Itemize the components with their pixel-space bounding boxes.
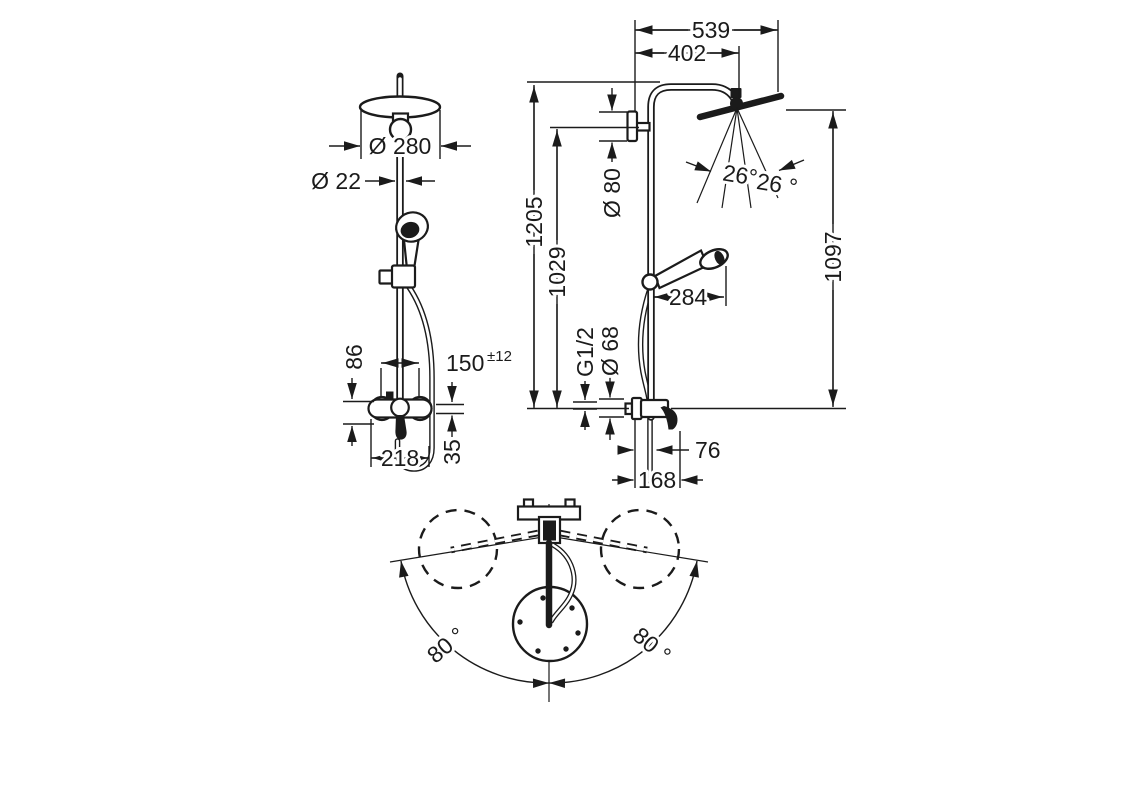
swivel-angle-right-label: 80 ° [628, 622, 676, 668]
handshower-reach-label: 284 [669, 284, 708, 310]
connection-tolerance-label: ±12 [487, 348, 512, 365]
overhead-shower-front [358, 95, 442, 142]
head-diameter-label: Ø 280 [369, 133, 432, 159]
dim-handshower-reach: 284 [653, 266, 727, 313]
hand-shower-front [395, 211, 429, 271]
front-view: Ø 280 Ø 22 150 ±12 218 [308, 72, 514, 474]
swivel-arm-left-dashed [450, 529, 539, 554]
connection-thread-label: G1/2 [572, 327, 598, 377]
dim-depth-handle: 76 [617, 420, 724, 488]
spray-angle-right-label: 26 ° [755, 168, 800, 200]
dim-escutcheon-diameter: Ø 68 [594, 323, 626, 440]
height-bracket-label: 1029 [544, 246, 570, 297]
hand-shower-side [641, 248, 729, 291]
dim-depth-total: 168 [612, 431, 703, 496]
depth-handle-label: 76 [695, 437, 721, 463]
swivel-arm-right-dashed [559, 529, 648, 554]
height-total-label: 1205 [521, 196, 547, 247]
dim-reach-arm: 402 [635, 37, 740, 100]
top-view: 80 ° 80 ° [389, 498, 709, 702]
reach-arm-label: 402 [668, 40, 706, 66]
swivel-angle-left-label: 80 ° [422, 622, 470, 668]
reach-total-label: 539 [692, 17, 730, 43]
dim-offset-bottom: 35 [436, 382, 468, 468]
dim-height-total: 1205 [518, 81, 660, 410]
spray-angle-left-label: 26° [721, 159, 759, 190]
dim-height-head: 1097 [671, 109, 849, 410]
dim-pipe-diameter: Ø 22 [308, 165, 435, 197]
swivel-position-right [599, 508, 681, 590]
side-view: 26° 26 ° 539 [518, 14, 849, 496]
dim-connection-thread: G1/2 [569, 324, 601, 430]
wall-mount-top [516, 498, 582, 545]
dim-bracket-diameter: Ø 80 [596, 88, 628, 221]
offset-bottom-label: 35 [439, 439, 465, 465]
spray-cone: 26° 26 ° [685, 107, 805, 209]
height-head-label: 1097 [820, 231, 846, 282]
bracket-diameter-label: Ø 80 [599, 168, 625, 218]
offset-left-label: 86 [341, 344, 367, 370]
swivel-position-left [417, 508, 499, 590]
dim-height-bracket: 1029 [541, 126, 639, 408]
dim-head-diameter: Ø 280 [329, 110, 471, 162]
dim-connection-distance: 150 ±12 [380, 346, 514, 398]
overhead-shower-side [696, 88, 785, 121]
pipe-diameter-label: Ø 22 [311, 168, 361, 194]
slide-holder [378, 264, 417, 289]
dim-width: 218 [370, 419, 430, 474]
connection-distance-label: 150 [446, 350, 484, 376]
width-label: 218 [381, 445, 419, 471]
wall-bracket [626, 110, 651, 143]
depth-total-label: 168 [638, 467, 676, 493]
dim-reach-total: 539 [634, 14, 779, 111]
escutcheon-diameter-label: Ø 68 [597, 326, 623, 376]
mixer-valve-front [367, 391, 433, 440]
shower-pipe-side [647, 83, 741, 421]
dim-offset-left: 86 [338, 341, 374, 446]
